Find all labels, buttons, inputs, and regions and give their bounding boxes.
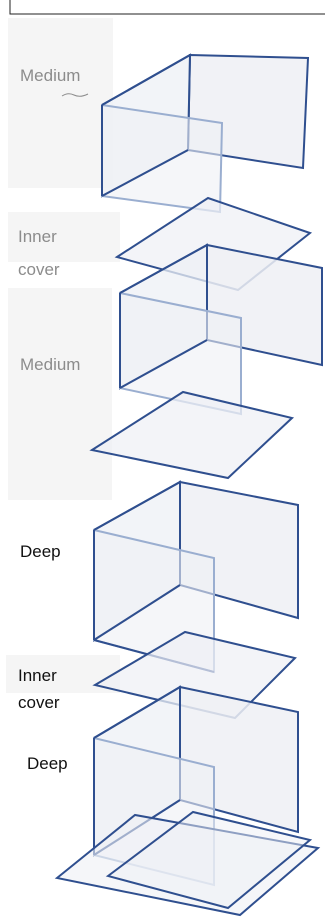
- base-plate-inner: [105, 810, 313, 910]
- box-medium-mid: [119, 243, 323, 416]
- label-deep-bottom: Deep: [27, 752, 68, 776]
- label-text: Medium: [20, 66, 81, 85]
- box-edge: [93, 584, 181, 641]
- label-inner-cover-bottom: Inner cover: [18, 664, 60, 715]
- label-deep-mid: Deep: [20, 540, 61, 564]
- label-inner-cover-top: Inner cover: [18, 225, 60, 282]
- label-line: cover: [18, 260, 60, 279]
- box-edge: [119, 244, 208, 294]
- plate-medium-mid: [89, 390, 295, 480]
- label-text: Medium: [20, 355, 81, 374]
- tilde-mark: [61, 93, 89, 97]
- box-front-panel: [101, 103, 224, 214]
- box-edge: [93, 686, 181, 739]
- label-text: Deep: [20, 542, 61, 561]
- label-line: Inner: [18, 227, 57, 246]
- label-panel-top: [8, 18, 113, 188]
- label-medium-top: Medium: [20, 64, 80, 88]
- label-panel-inner-cover-top: [8, 212, 120, 262]
- box-edge: [93, 481, 181, 531]
- frame-border: [9, 0, 325, 15]
- box-edge: [101, 54, 191, 106]
- label-medium-mid: Medium: [20, 353, 80, 377]
- label-panel-medium-mid: [8, 288, 112, 500]
- box-deep-bottom: [93, 685, 299, 887]
- label-line: Inner: [18, 666, 57, 685]
- box-edge: [119, 339, 208, 389]
- label-text: Deep: [27, 754, 68, 773]
- box-edge: [101, 149, 189, 197]
- label-line: cover: [18, 693, 60, 712]
- box-medium-top: [101, 53, 310, 214]
